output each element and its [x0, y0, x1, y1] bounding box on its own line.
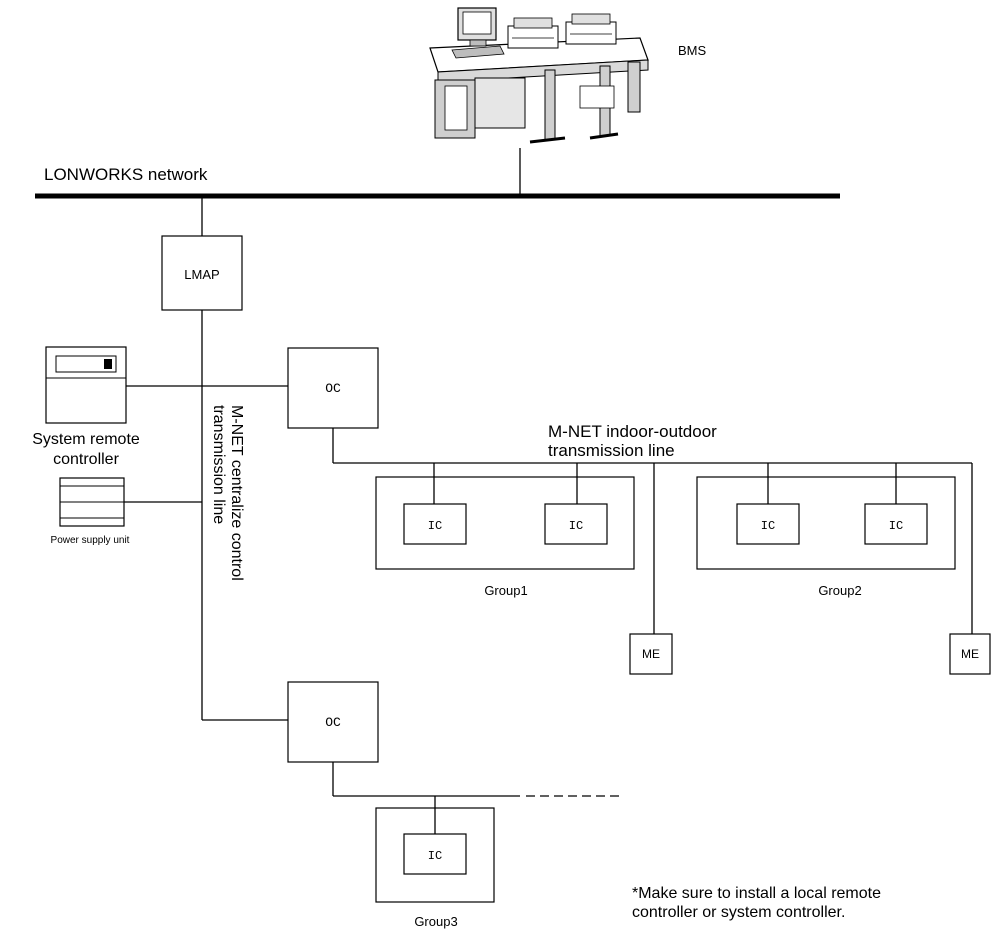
- system-remote-controller-label-line1: System remote: [32, 431, 140, 448]
- group1-ic-1-label: IC: [428, 519, 442, 533]
- group3-label: Group3: [414, 914, 457, 929]
- system-remote-controller-label-line2: controller: [53, 451, 119, 468]
- me1-label: ME: [642, 647, 660, 661]
- note-line2: controller or system controller.: [632, 904, 845, 921]
- group1-ic-2: [544, 503, 608, 545]
- group3-ic-1: [403, 833, 467, 875]
- note-line1: *Make sure to install a local remote: [632, 885, 881, 902]
- bms-label: BMS: [678, 43, 707, 58]
- lmap-label: LMAP: [184, 267, 219, 282]
- group2-label: Group2: [818, 583, 861, 598]
- group2: IC IC: [696, 463, 956, 570]
- me-unit-2: ME: [949, 633, 991, 675]
- power-supply-unit: [59, 477, 125, 527]
- mnet-indoor-outdoor-label-line2: transmission line: [548, 441, 675, 460]
- group2-ic-1-label: IC: [761, 519, 775, 533]
- group3-ic-1-label: IC: [428, 849, 442, 863]
- group2-ic-2-label: IC: [889, 519, 903, 533]
- group2-ic-2: [864, 503, 928, 545]
- oc1-label: OC: [325, 381, 341, 396]
- mnet-centralized-label-line1: M-NET centralize control: [228, 405, 245, 581]
- system-remote-controller: [45, 346, 127, 424]
- group1-ic-2-label: IC: [569, 519, 583, 533]
- power-supply-label: Power supply unit: [51, 535, 130, 546]
- group1-ic-1: [403, 503, 467, 545]
- me2-label: ME: [961, 647, 979, 661]
- group1-label: Group1: [484, 583, 527, 598]
- bms-workstation-illustration: [429, 7, 649, 144]
- outdoor-unit-1: OC: [287, 347, 379, 429]
- group2-ic-1: [736, 503, 800, 545]
- me-unit-1: ME: [629, 633, 673, 675]
- lonworks-network-label: LONWORKS network: [44, 165, 208, 184]
- oc2-label: OC: [325, 715, 341, 730]
- group1: IC IC: [375, 463, 635, 570]
- group3: IC: [375, 796, 495, 903]
- mnet-centralized-label-line2: transmission line: [210, 405, 227, 524]
- mnet-indoor-outdoor-label-line1: M-NET indoor-outdoor: [548, 422, 717, 441]
- lmap-unit: LMAP: [161, 235, 243, 311]
- outdoor-unit-2: OC: [287, 681, 379, 763]
